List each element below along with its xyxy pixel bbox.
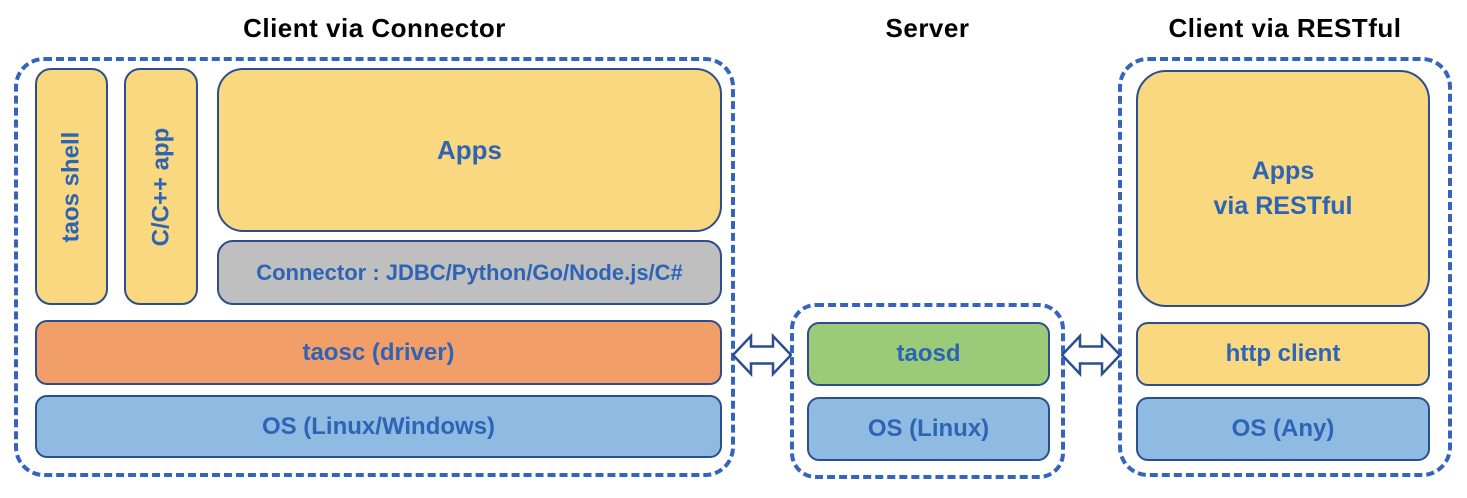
os-any-label: OS (Any) [1231, 415, 1335, 442]
os-linux-label: OS (Linux) [867, 415, 990, 442]
os-linux-box: OS (Linux) [807, 397, 1050, 461]
os-any-box: OS (Any) [1136, 397, 1430, 461]
apps-via-restful-line2: via RESTful [1213, 191, 1353, 220]
section-title-client-via-restful: Client via RESTful [1168, 13, 1402, 43]
apps-via-restful-box: Apps via RESTful [1136, 70, 1430, 307]
http-client-label: http client [1225, 340, 1341, 367]
apps-via-restful-label: Apps via RESTful [1214, 154, 1353, 224]
connector-label: Connector : JDBC/Python/Go/Node.js/C# [256, 259, 683, 285]
bidirectional-arrow-icon [732, 332, 792, 378]
section-title-server: Server [885, 13, 970, 43]
taos-shell-box: taos shell [35, 68, 108, 305]
bidirectional-arrow-icon [1061, 332, 1121, 378]
apps-label: Apps [437, 134, 502, 165]
taosd-box: taosd [807, 322, 1050, 386]
taos-shell-label: taos shell [57, 131, 85, 242]
taosd-label: taosd [896, 340, 961, 367]
client-via-restful-group: Apps via RESTful http client OS (Any) [1118, 57, 1452, 477]
cpp-app-label: C/C++ app [147, 127, 175, 246]
section-title-client-via-connector: Client via Connector [243, 13, 506, 43]
os-linux-windows-label: OS (Linux/Windows) [261, 412, 496, 440]
os-linux-windows-box: OS (Linux/Windows) [35, 395, 722, 458]
apps-via-restful-line1: Apps [1251, 156, 1315, 185]
taosc-driver-label: taosc (driver) [302, 338, 455, 366]
http-client-box: http client [1136, 322, 1430, 386]
client-via-connector-group: taos shell C/C++ app Apps Connector : JD… [14, 57, 735, 477]
taosc-driver-box: taosc (driver) [35, 320, 722, 385]
cpp-app-box: C/C++ app [124, 68, 198, 305]
server-group: taosd OS (Linux) [790, 303, 1065, 479]
connector-box: Connector : JDBC/Python/Go/Node.js/C# [217, 240, 722, 305]
apps-box: Apps [217, 68, 722, 232]
